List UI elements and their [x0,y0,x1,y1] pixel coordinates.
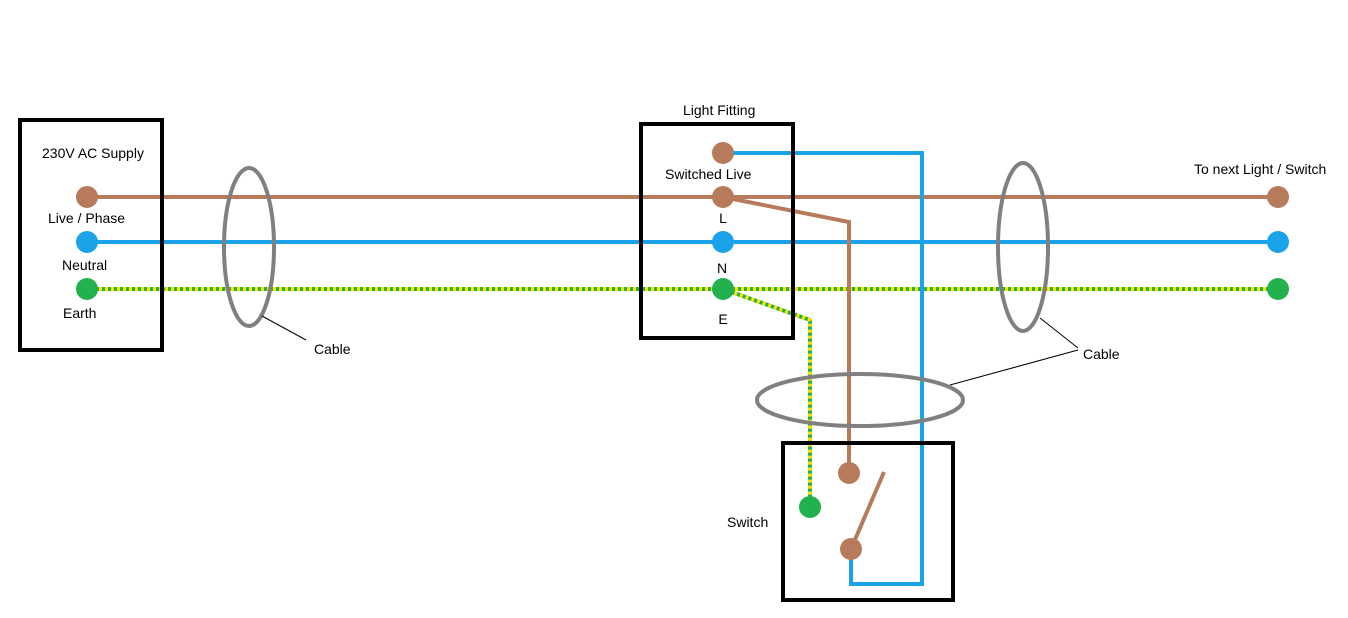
supply-box [18,118,164,352]
cable-sheath-left [222,166,276,328]
switch-box [781,441,955,602]
next-neutral-terminal [1267,231,1289,253]
cable-leader-switch [949,349,1079,386]
switch-label: Switch [727,514,768,530]
cable-sheath-switch [755,372,965,428]
switch-earth-terminal [799,496,821,518]
cable-leader-left [261,315,307,341]
switch-live-feed [722,195,851,473]
fitting-live-terminal [712,186,734,208]
fitting-e-label: E [718,311,727,327]
supply-neutral-terminal [76,231,98,253]
switch-lever [849,471,886,550]
fitting-title: Light Fitting [683,102,755,118]
supply-title: 230V AC Supply [42,145,144,161]
next-label: To next Light / Switch [1194,161,1326,177]
supply-live-terminal [76,186,98,208]
cable-leader-right [1039,317,1079,349]
cable-sheath-right [996,161,1050,333]
light-fitting-box [639,122,795,340]
fitting-n-label: N [717,260,727,276]
fitting-switched-live-label: Switched Live [665,166,752,182]
fitting-neutral-terminal [712,231,734,253]
next-earth-terminal [1267,278,1289,300]
fitting-earth-terminal [712,278,734,300]
fitting-l-label: L [719,210,727,226]
next-live-terminal [1267,186,1289,208]
fitting-switched-live-terminal [712,142,734,164]
supply-live-label: Live / Phase [48,210,125,226]
cable-label-right: Cable [1083,346,1120,362]
switch-earth-conductor [722,287,812,507]
cable-label-left: Cable [314,341,351,357]
supply-earth-terminal [76,278,98,300]
supply-neutral-label: Neutral [62,257,107,273]
switch-live-terminal [838,462,860,484]
supply-earth-label: Earth [63,305,96,321]
switched-live-return [723,151,924,586]
switch-output-terminal [840,538,862,560]
